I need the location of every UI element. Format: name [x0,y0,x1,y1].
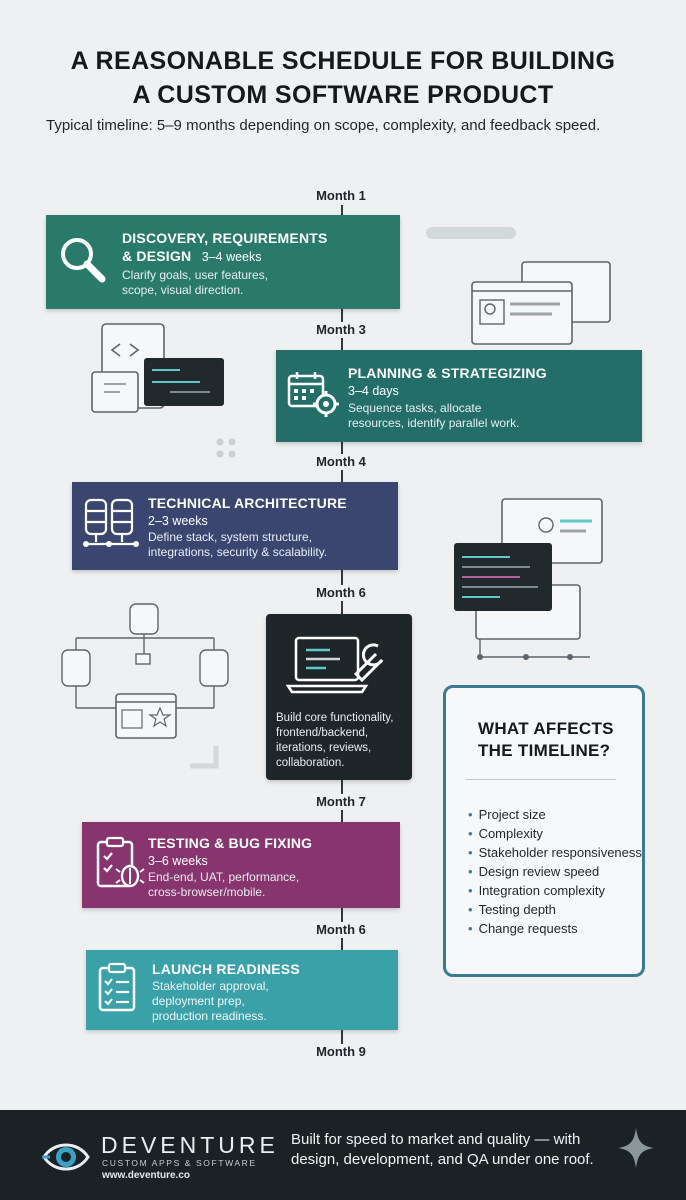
list-item: Design review speed [468,862,642,881]
phase-description: Stakeholder approval, [152,979,269,993]
phase-duration: 2–3 weeks [148,514,208,528]
footer [0,1110,686,1200]
footer-tagline: Built for speed to market and quality — … [291,1131,594,1168]
phase-duration: 3–4 days [348,384,399,398]
phase-description: cross-browser/mobile. [148,885,266,899]
phase-card-planning: PLANNING & STRATEGIZING 3–4 days Sequenc… [276,350,642,442]
month-label: Month 1 [281,188,401,204]
phase-description: iterations, reviews, [276,742,372,754]
phase-title: TESTING & BUG FIXING [148,835,313,851]
clipboard-bug-icon [96,836,145,888]
code-screens-icon [454,498,603,660]
phase-card-testing: TESTING & BUG FIXING 3–6 weeks End-end, … [82,822,400,908]
month-label: Month 9 [281,1044,401,1060]
phase-duration: 3–4 weeks [201,250,262,264]
phase-duration: 3–6 weeks [148,854,208,868]
phase-description: Clarify goals, user features, [122,268,269,282]
phase-description: integrations, security & scalability. [148,545,328,559]
phase-title: TECHNICAL ARCHITECTURE [148,495,347,511]
phase-description: collaboration. [276,757,345,769]
brand-name: DEVENTURE [101,1132,279,1158]
phase-description: deployment prep, [152,994,245,1008]
month-label: Month 6 [281,585,401,601]
decorative-pill-bars [426,227,516,239]
search-icon [61,238,106,283]
list-item: Integration complexity [468,881,642,900]
list-item: Testing depth [468,900,642,919]
wireframe-code-icon [91,323,224,413]
month-label: Month 7 [281,794,401,810]
timeline-factors-panel: WHAT AFFECTS THE TIMELINE? Project size … [443,685,645,977]
month-label: Month 3 [281,322,401,338]
subtitle: Typical timeline: 5–9 months depending o… [46,117,601,134]
list-item: Complexity [468,824,642,843]
checklist-icon [98,962,136,1012]
phase-description: Define stack, system structure, [148,530,313,544]
calendar-gear-icon [287,372,339,417]
month-label: Month 6 [281,922,401,938]
phase-description: Build core functionality, [276,712,394,724]
phase-title: DISCOVERY, REQUIREMENTS [122,230,328,246]
phase-title: PLANNING & STRATEGIZING [348,365,547,381]
database-network-icon [61,603,229,739]
phase-title: & DESIGN [122,248,192,264]
list-item: Stakeholder responsiveness [468,843,642,862]
factors-list: Project size Complexity Stakeholder resp… [468,805,642,938]
sparkle-icon [618,1128,654,1168]
phase-card-launch: LAUNCH READINESS Stakeholder approval, d… [86,950,398,1030]
phase-description: resources, identify parallel work. [348,416,520,430]
page-title: A REASONABLE SCHEDULE FOR BUILDING A CUS… [70,47,616,109]
month-label: Month 4 [281,454,401,470]
database-icon [83,498,139,547]
phase-card-architecture: TECHNICAL ARCHITECTURE 2–3 weeks Define … [72,482,398,570]
phase-title: LAUNCH READINESS [152,961,300,977]
list-item: Change requests [468,919,642,938]
phase-card-development: Build core functionality, frontend/backe… [266,614,412,780]
brand-url: www.deventure.co [102,1170,190,1181]
decorative-bracket [190,746,219,769]
phase-description: frontend/backend, [276,727,369,739]
phase-description: Sequence tasks, allocate [348,401,482,415]
decorative-dots [216,438,236,458]
phase-card-discovery: DISCOVERY, REQUIREMENTS & DESIGN 3–4 wee… [46,215,400,309]
browser-wireframe-icon [471,261,611,345]
logo-eye-icon [42,1143,90,1171]
brand-subtitle: CUSTOM APPS & SOFTWARE [102,1158,257,1168]
phase-description: production readiness. [152,1009,267,1023]
laptop-wrench-icon [286,636,384,694]
factors-title: WHAT AFFECTS THE TIMELINE? [478,719,614,760]
phase-description: scope, visual direction. [122,283,244,297]
list-item: Project size [468,805,642,824]
divider [466,779,616,780]
phase-description: End-end, UAT, performance, [148,870,300,884]
